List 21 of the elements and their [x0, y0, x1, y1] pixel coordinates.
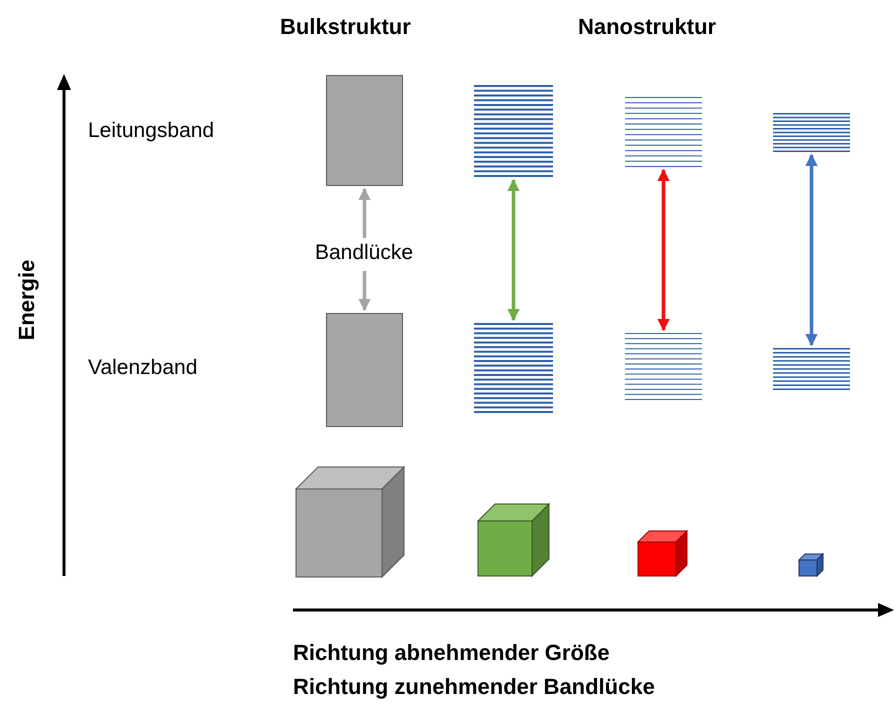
- arrow: [358, 271, 371, 312]
- column-heading: Nanostruktur: [578, 14, 716, 40]
- band-block: [326, 313, 403, 427]
- band-gap-label: Bandlücke: [300, 241, 428, 268]
- band-label: Leitungsband: [88, 119, 214, 143]
- arrow: [657, 168, 670, 332]
- arrow: [507, 178, 520, 322]
- arrow: [358, 188, 371, 238]
- column-heading: Bulkstruktur: [280, 14, 411, 40]
- energy-level-lines: [474, 85, 553, 177]
- energy-level-lines: [773, 348, 850, 390]
- band-label: Valenzband: [88, 356, 198, 380]
- energy-level-lines: [625, 97, 702, 167]
- axis-caption: Richtung abnehmender Größe: [293, 640, 610, 666]
- energy-level-lines: [625, 333, 702, 400]
- energy-level-lines: [773, 113, 850, 152]
- band-block: [326, 75, 403, 186]
- energy-level-lines: [474, 323, 553, 413]
- arrow: [805, 154, 818, 346]
- axis-caption: Richtung zunehmender Bandlücke: [293, 674, 655, 700]
- axis-label: Energie: [14, 260, 40, 340]
